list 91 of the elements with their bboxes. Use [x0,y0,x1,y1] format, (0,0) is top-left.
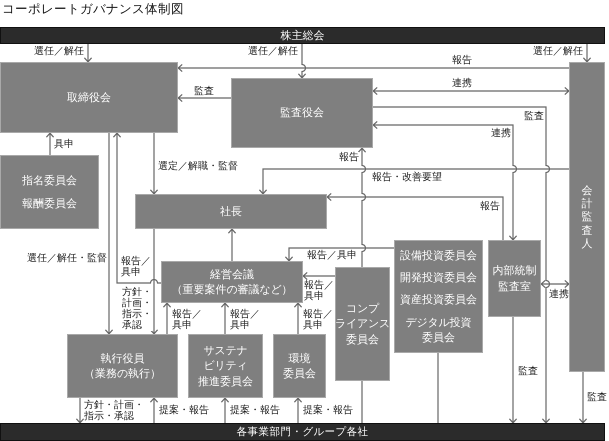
org-box [0,155,99,229]
edge-label: 報告／具申 [303,309,333,331]
arrow [104,133,114,334]
org-box [67,334,178,398]
node-label: 会計監査人 [582,184,592,250]
edge-label: 報告・改善要望 [372,172,442,183]
org-box [0,62,178,133]
arrow [258,168,569,194]
edge-label: 選任／解任 [34,46,84,57]
node-label: 執行役員（業務の執行） [84,350,161,382]
org-box [273,334,326,398]
org-band [0,423,605,441]
edge-label: 選任／解任 [533,46,583,57]
edge-label: 監査 [518,366,538,377]
node-label: デジタル投資委員会 [406,314,472,346]
org-box [335,267,390,381]
arrow [220,302,230,334]
node-label: 開発投資委員会 [400,270,477,286]
edge-label: 報告／具申 [304,280,334,302]
edge-label: 報告 [339,152,359,163]
connector-line [361,381,363,423]
arrow [578,372,588,424]
edge-label: 連携 [452,78,472,89]
diagram-title: コーポレートガバナンス体制図 [2,1,184,17]
edge-label: 提案・報告 [159,405,209,416]
node-label: 資産投資委員会 [400,292,477,308]
node-label: 指名委員会 [22,173,77,188]
arrow [582,44,592,62]
org-box [488,240,541,317]
node-label: 内部統制監査室 [492,263,536,294]
edge-label: 選定／解職・監督 [158,161,238,172]
arrow [294,398,302,423]
node-label: 設備投資委員会 [400,248,477,263]
org-box [188,334,263,398]
edge-label: 報告 [452,55,472,66]
arrow [178,94,231,102]
edge-label: 報告／具申 [121,256,151,278]
arrow [284,247,394,262]
arrow [372,86,570,96]
arrow [220,398,230,423]
edge-label: 具申 [54,139,74,150]
node-label: 環境委員会 [283,350,316,382]
org-box [231,78,373,148]
org-box [394,240,483,353]
arrow [298,44,306,78]
edge-label: 報告／具申 [172,309,202,331]
edge-label: 報告／具申 [230,309,260,331]
arrow [150,133,158,194]
edge-label: 連携 [491,128,511,139]
node-label: 報酬委員会 [22,196,77,211]
edge-label: 監査 [524,111,544,122]
arrow [150,229,158,334]
edge-label: 選任／解任 [248,46,298,57]
connector-line [437,353,439,423]
arrow [302,272,335,280]
edge-label: 監査 [587,392,607,403]
edge-label: 選任／解任・監督 [27,253,107,264]
arrow [372,120,518,240]
arrow [46,132,54,155]
arrow [373,106,550,424]
arrow [84,44,92,62]
arrow [112,132,161,284]
arrow [326,192,504,240]
edge-label: 報告 [480,201,500,212]
edge-label: 報告／具申 [307,250,357,261]
node-label: 経営会議（重要案件の審議など） [172,266,292,298]
arrow [162,302,172,334]
org-box [161,261,303,303]
arrow [358,148,366,267]
arrow [294,302,302,334]
edge-label: 監査 [194,86,214,97]
node-label: 取締役会 [67,90,111,106]
arrow [540,280,570,288]
arrow [178,64,569,72]
edge-label: 提案・報告 [303,405,353,416]
arrow [150,398,158,423]
node-label: 監査役会 [280,105,324,121]
node-label: 社長 [220,204,242,220]
edge-label: 提案・報告 [230,405,280,416]
arrow [508,317,518,424]
org-band [0,27,605,44]
org-box [135,194,327,229]
edge-label: 連携 [549,289,569,300]
arrow [76,398,84,424]
arrow [228,228,236,261]
node-label: コンプライアンス委員会 [335,300,390,348]
node-label: 株主総会 [280,28,324,42]
node-label: サステナビリティ推進委員会 [198,342,253,390]
org-box [569,62,605,372]
node-label: 各事業部門・グループ各社 [236,426,368,438]
edge-label: 方針・計画・指示・承認 [122,287,152,331]
